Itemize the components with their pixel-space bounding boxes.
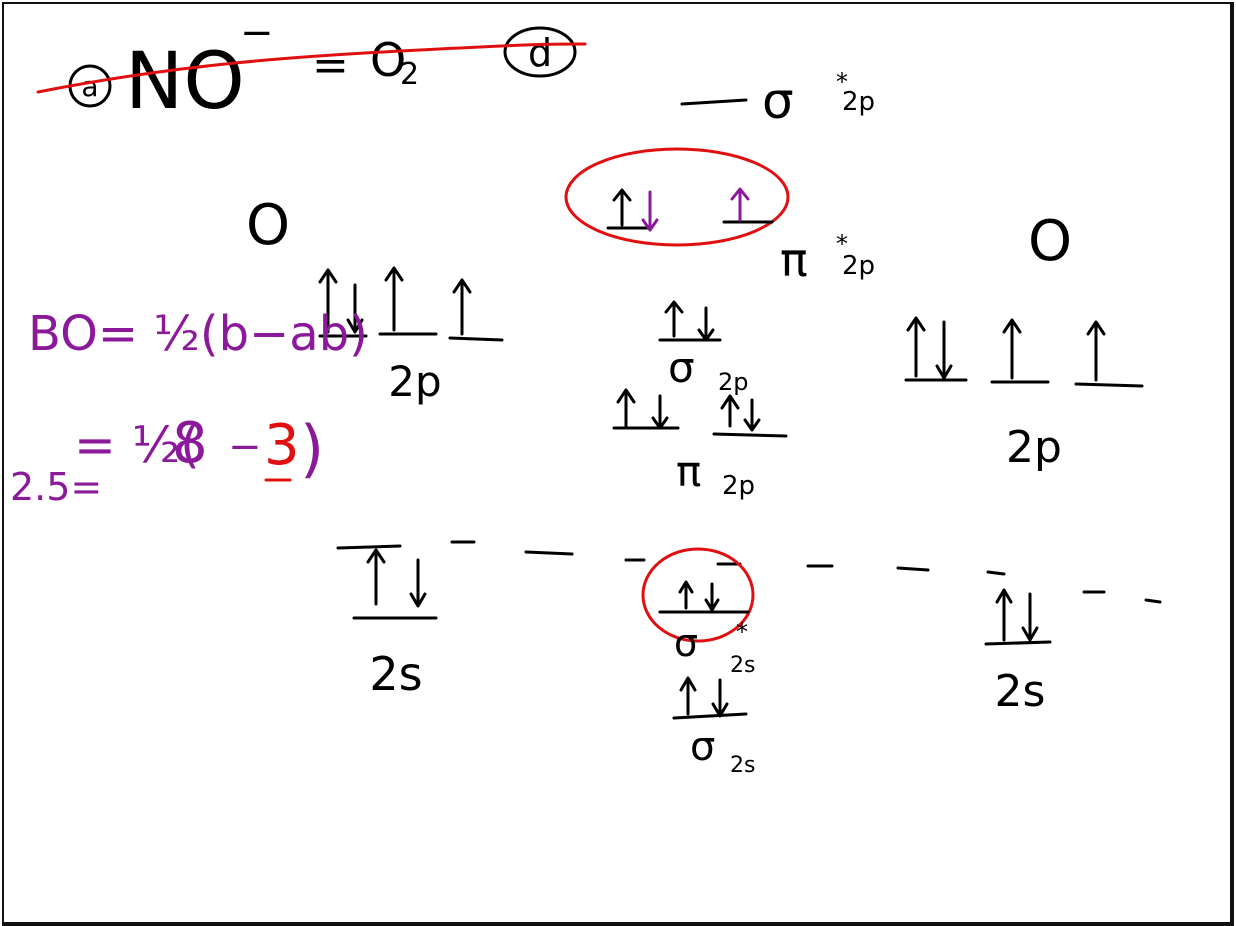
electron-down-arrow <box>651 394 669 430</box>
electron-down-arrow <box>697 306 715 342</box>
electron-down-arrow <box>743 398 761 432</box>
species-label: NO <box>125 37 245 127</box>
atom-right-label: O <box>1028 209 1072 274</box>
level-sigma-2s: σ 2s <box>672 676 755 778</box>
orbital-line <box>448 336 504 342</box>
bond-order-work: BO= ½(b−ab) = ½( 8 − 3 ) 2.5= <box>10 306 368 509</box>
electron-down-arrow <box>935 320 953 380</box>
strike-through-line <box>36 42 587 94</box>
option-a-label: a <box>81 70 98 103</box>
electron-up-arrow <box>616 388 636 428</box>
option-d-circle <box>503 26 577 78</box>
right-atom-2s: 2s <box>984 588 1052 717</box>
species-charge: − <box>240 10 274 56</box>
bond-order-result: 2.5= <box>10 465 102 509</box>
right-atom-2p: 2p <box>904 316 1144 473</box>
atom-left-label: O <box>246 193 290 258</box>
dash <box>896 566 930 572</box>
level-subscript: 2p <box>842 251 875 281</box>
electron-up-arrow <box>318 268 338 334</box>
level-line <box>672 712 748 720</box>
level-subscript: 2p <box>842 87 875 117</box>
level-symbol: π <box>780 233 808 287</box>
level-line-right <box>712 432 788 438</box>
electron-up-arrow <box>678 580 694 610</box>
electron-down-arrow <box>409 558 427 608</box>
compare-species: O <box>370 33 406 87</box>
orbital-extra-line <box>336 544 402 550</box>
electron-up-arrow <box>664 300 684 338</box>
level-star: * <box>836 68 848 96</box>
electron-down-arrow <box>641 190 659 232</box>
level-subscript: 2p <box>718 368 749 396</box>
electron-down-arrow <box>711 678 729 718</box>
level-sigma-star-2p: σ * 2p <box>680 68 875 130</box>
option-d-label: d <box>528 31 552 75</box>
bond-order-close-paren: ) <box>300 412 324 485</box>
title-line: a NO − = O 2 d <box>36 10 587 127</box>
orbital-line <box>984 640 1052 646</box>
orbital-label: 2s <box>995 666 1046 717</box>
compare-subscript: 2 <box>400 57 419 92</box>
level-star: * <box>736 618 748 646</box>
left-atom-2p: 2p <box>318 266 504 406</box>
electron-up-arrow <box>384 266 404 332</box>
dashed-guide <box>450 540 1162 604</box>
highlight-circle <box>564 147 790 247</box>
equals-sign: = <box>312 40 349 91</box>
dash <box>986 570 1006 576</box>
bond-order-formula: BO= ½(b−ab) <box>28 306 368 362</box>
left-atom-2s: 2s <box>336 544 438 701</box>
level-subscript: 2s <box>730 753 755 778</box>
electron-up-arrow <box>612 188 632 227</box>
electron-up-arrow <box>906 316 926 378</box>
level-line <box>680 98 748 106</box>
minus-sign: − <box>228 424 262 470</box>
level-symbol: σ <box>690 724 715 770</box>
orbital-line <box>1074 382 1144 388</box>
electron-up-arrow <box>720 394 740 428</box>
electron-up-arrow <box>452 278 472 336</box>
level-subscript: 2p <box>722 471 755 501</box>
level-symbol: π <box>676 447 701 496</box>
orbital-label: 2p <box>1006 422 1062 473</box>
antibonding-count: 3 <box>264 413 300 478</box>
level-symbol: σ <box>668 343 695 392</box>
electron-down-arrow <box>1021 592 1039 642</box>
level-sigma-star-2s: σ * 2s <box>641 547 755 678</box>
level-subscript: 2s <box>730 653 755 678</box>
electron-up-arrow <box>1086 320 1106 382</box>
orbital-label: 2s <box>369 647 422 701</box>
orbital-label: 2p <box>388 357 441 406</box>
level-pi-2p: π 2p <box>612 388 788 501</box>
electron-up-arrow <box>679 676 697 716</box>
electron-up-arrow <box>995 588 1013 642</box>
bonding-count: 8 <box>172 411 208 476</box>
level-symbol: σ <box>762 72 794 130</box>
level-sigma-2p: σ 2p <box>658 300 749 396</box>
level-pi-star-2p: π * 2p <box>564 147 875 287</box>
level-star: * <box>836 230 848 258</box>
electron-down-arrow <box>704 582 720 612</box>
electron-up-arrow <box>366 548 386 606</box>
level-symbol: σ <box>674 621 698 665</box>
electron-up-arrow <box>730 187 750 222</box>
highlight-circle <box>641 547 755 643</box>
electron-up-arrow <box>1002 318 1022 380</box>
dash <box>524 550 574 556</box>
bond-order-substitution-prefix: = ½( <box>74 416 200 474</box>
dash <box>1144 598 1162 604</box>
electron-down-arrow <box>346 283 364 334</box>
